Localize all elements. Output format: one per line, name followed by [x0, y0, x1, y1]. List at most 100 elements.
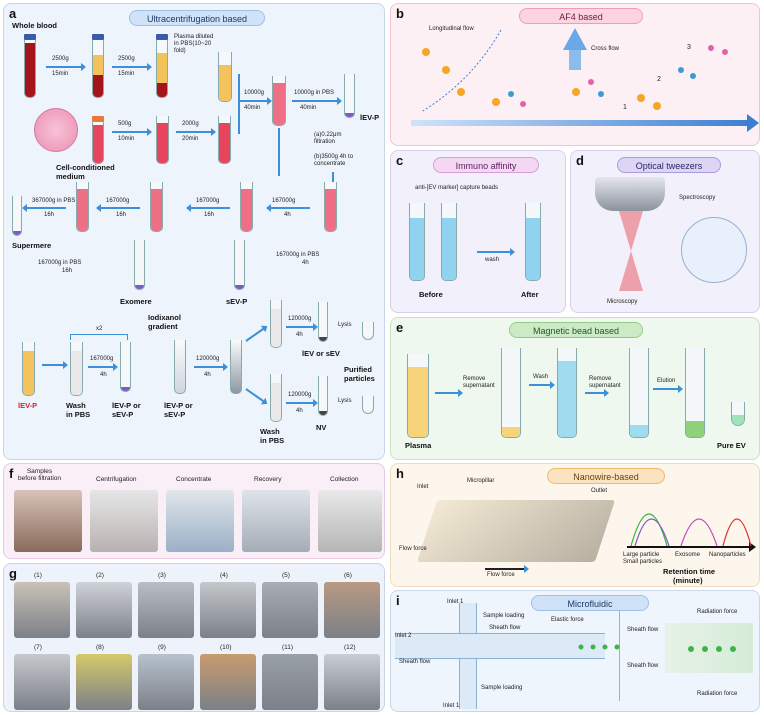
whole-blood-label: Whole blood [12, 21, 57, 30]
f-step-5-label: Collection [330, 476, 359, 483]
sup-tube-1 [240, 182, 253, 232]
b3-time: 4h [296, 332, 303, 338]
fraction-1: 1 [623, 104, 627, 111]
flow-arrow [46, 63, 86, 71]
s2-speed: 2500g [118, 56, 135, 62]
elastic-label: Elastic force [551, 617, 584, 623]
s2-time: 15min [118, 71, 135, 77]
flow-arrow [585, 389, 609, 397]
sample-loading-label: Sample loading [483, 613, 525, 619]
microfluidic-particles [578, 644, 736, 652]
r4-speed: 167000g [272, 198, 296, 204]
flow-arrow [22, 204, 66, 212]
panel-a-banner: Ultracentrifugation based [129, 10, 265, 26]
g-photo [14, 582, 70, 638]
longitudinal-flow-arrow [411, 120, 751, 126]
concentrate-tube [324, 182, 337, 232]
g-photo-label: (5) [282, 572, 290, 579]
e2-speed: 167000g in PBS [276, 252, 320, 258]
panel-b-label: b [396, 6, 404, 21]
flow-force2-label: Flow force [487, 572, 515, 578]
flow-arrow [112, 128, 152, 136]
remove1-label: Remove supernatant [463, 376, 495, 389]
minute-label: (minute) [673, 576, 703, 585]
f-photo-5 [318, 490, 382, 552]
horizontal-channel [395, 633, 605, 659]
e2-time: 4h [302, 260, 309, 266]
sheath-flow-label: Sheath flow [489, 625, 521, 631]
f-step-4-label: Recovery [254, 476, 282, 483]
s1-time: 15min [52, 71, 69, 77]
panel-h-banner: Nanowire-based [547, 468, 665, 484]
lev-or-sev-label: lEV-P or sEV-P [112, 401, 141, 419]
nanowire-chip [416, 500, 616, 562]
tube-cap [92, 116, 104, 122]
f-step-2-label: Centrifugation [96, 476, 137, 483]
b-lev-p-label: lEV-P [18, 401, 38, 410]
g-photo-label: (1) [34, 572, 42, 579]
lev-p-tube [22, 342, 35, 396]
g-photo-label: (4) [220, 572, 228, 579]
medium-tube [92, 122, 104, 164]
g-photo-label: (8) [96, 644, 104, 651]
flow-arrow [96, 204, 140, 212]
r1-speed: 367000g in PBS [32, 198, 76, 204]
eluted-tube [685, 348, 705, 438]
micropillar-label: Micropillar [467, 478, 495, 484]
panel-b-banner: AF4 based [519, 8, 643, 24]
exomere-tube [134, 240, 145, 290]
plasma-tube-e [407, 354, 429, 438]
m-time: 40min [244, 105, 261, 111]
af4-particles [420, 29, 728, 113]
g-photo [200, 582, 256, 638]
outlet-label: Outlet [591, 488, 608, 494]
m2-speed: 10000g in PBS [294, 90, 335, 96]
panel-c: c Immuno affinity anti-[EV marker] captu… [390, 150, 566, 313]
beads-label: anti-[EV marker] capture beads [415, 185, 499, 191]
wash-pbs-label: Wash in PBS [66, 401, 91, 419]
cross-flow-shaft [569, 50, 581, 70]
flow-arrow [653, 385, 683, 393]
e1-speed: 167000g in PBS [38, 260, 82, 266]
flow-arrow [266, 204, 310, 212]
pellet-tube-2 [120, 342, 131, 392]
wash-pbs2-label: Wash in PBS [260, 427, 285, 445]
elution-label: Elution [657, 378, 676, 384]
retention-label: Retention time [663, 567, 716, 576]
cell-medium-label: Cell-conditioned medium [56, 163, 115, 181]
g-photo [324, 582, 380, 638]
nv-tube [318, 376, 328, 416]
g-photo [138, 582, 194, 638]
g-photo [262, 654, 318, 710]
g-photo [324, 654, 380, 710]
r4-time: 4h [284, 212, 291, 218]
wash-buffer-tube [557, 348, 577, 438]
g-photo-label: (2) [96, 572, 104, 579]
tube-cap [92, 34, 104, 40]
g-photo-label: (9) [158, 644, 166, 651]
fraction-tube [230, 340, 242, 394]
panel-e-label: e [396, 320, 404, 335]
r1-time: 16h [44, 212, 55, 218]
objective-lens [595, 177, 665, 211]
panel-f-label: f [9, 466, 14, 481]
retention-axis-head [749, 542, 756, 552]
g-photo [200, 654, 256, 710]
laser-beam [619, 211, 643, 251]
panel-a-label: a [9, 6, 17, 21]
panel-i: i Microfluidic Inlet 1 Sample loading Sh… [390, 590, 760, 712]
spectroscopy-label: Spectroscopy [679, 195, 716, 201]
divider-line [619, 611, 620, 701]
blood-tube [24, 40, 36, 98]
flow-arrow [529, 381, 555, 389]
plasma-diluted-tube [218, 52, 232, 102]
inlet1b-label: Inlet 1 [443, 703, 460, 709]
bead-tube-e [629, 348, 649, 438]
sheath-r1-label: Sheath flow [627, 627, 659, 633]
bottom-wash-tube [270, 374, 282, 422]
iodixanol-label: Iodixanol gradient [148, 313, 181, 331]
microscopy-label: Microscopy [607, 299, 638, 305]
remove2-label: Remove supernatant [589, 376, 621, 389]
panel-d: d Optical tweezers Spectroscopy Microsco… [570, 150, 760, 313]
panel-h: h Nanowire-based Inlet Micropillar Outle… [390, 463, 760, 587]
